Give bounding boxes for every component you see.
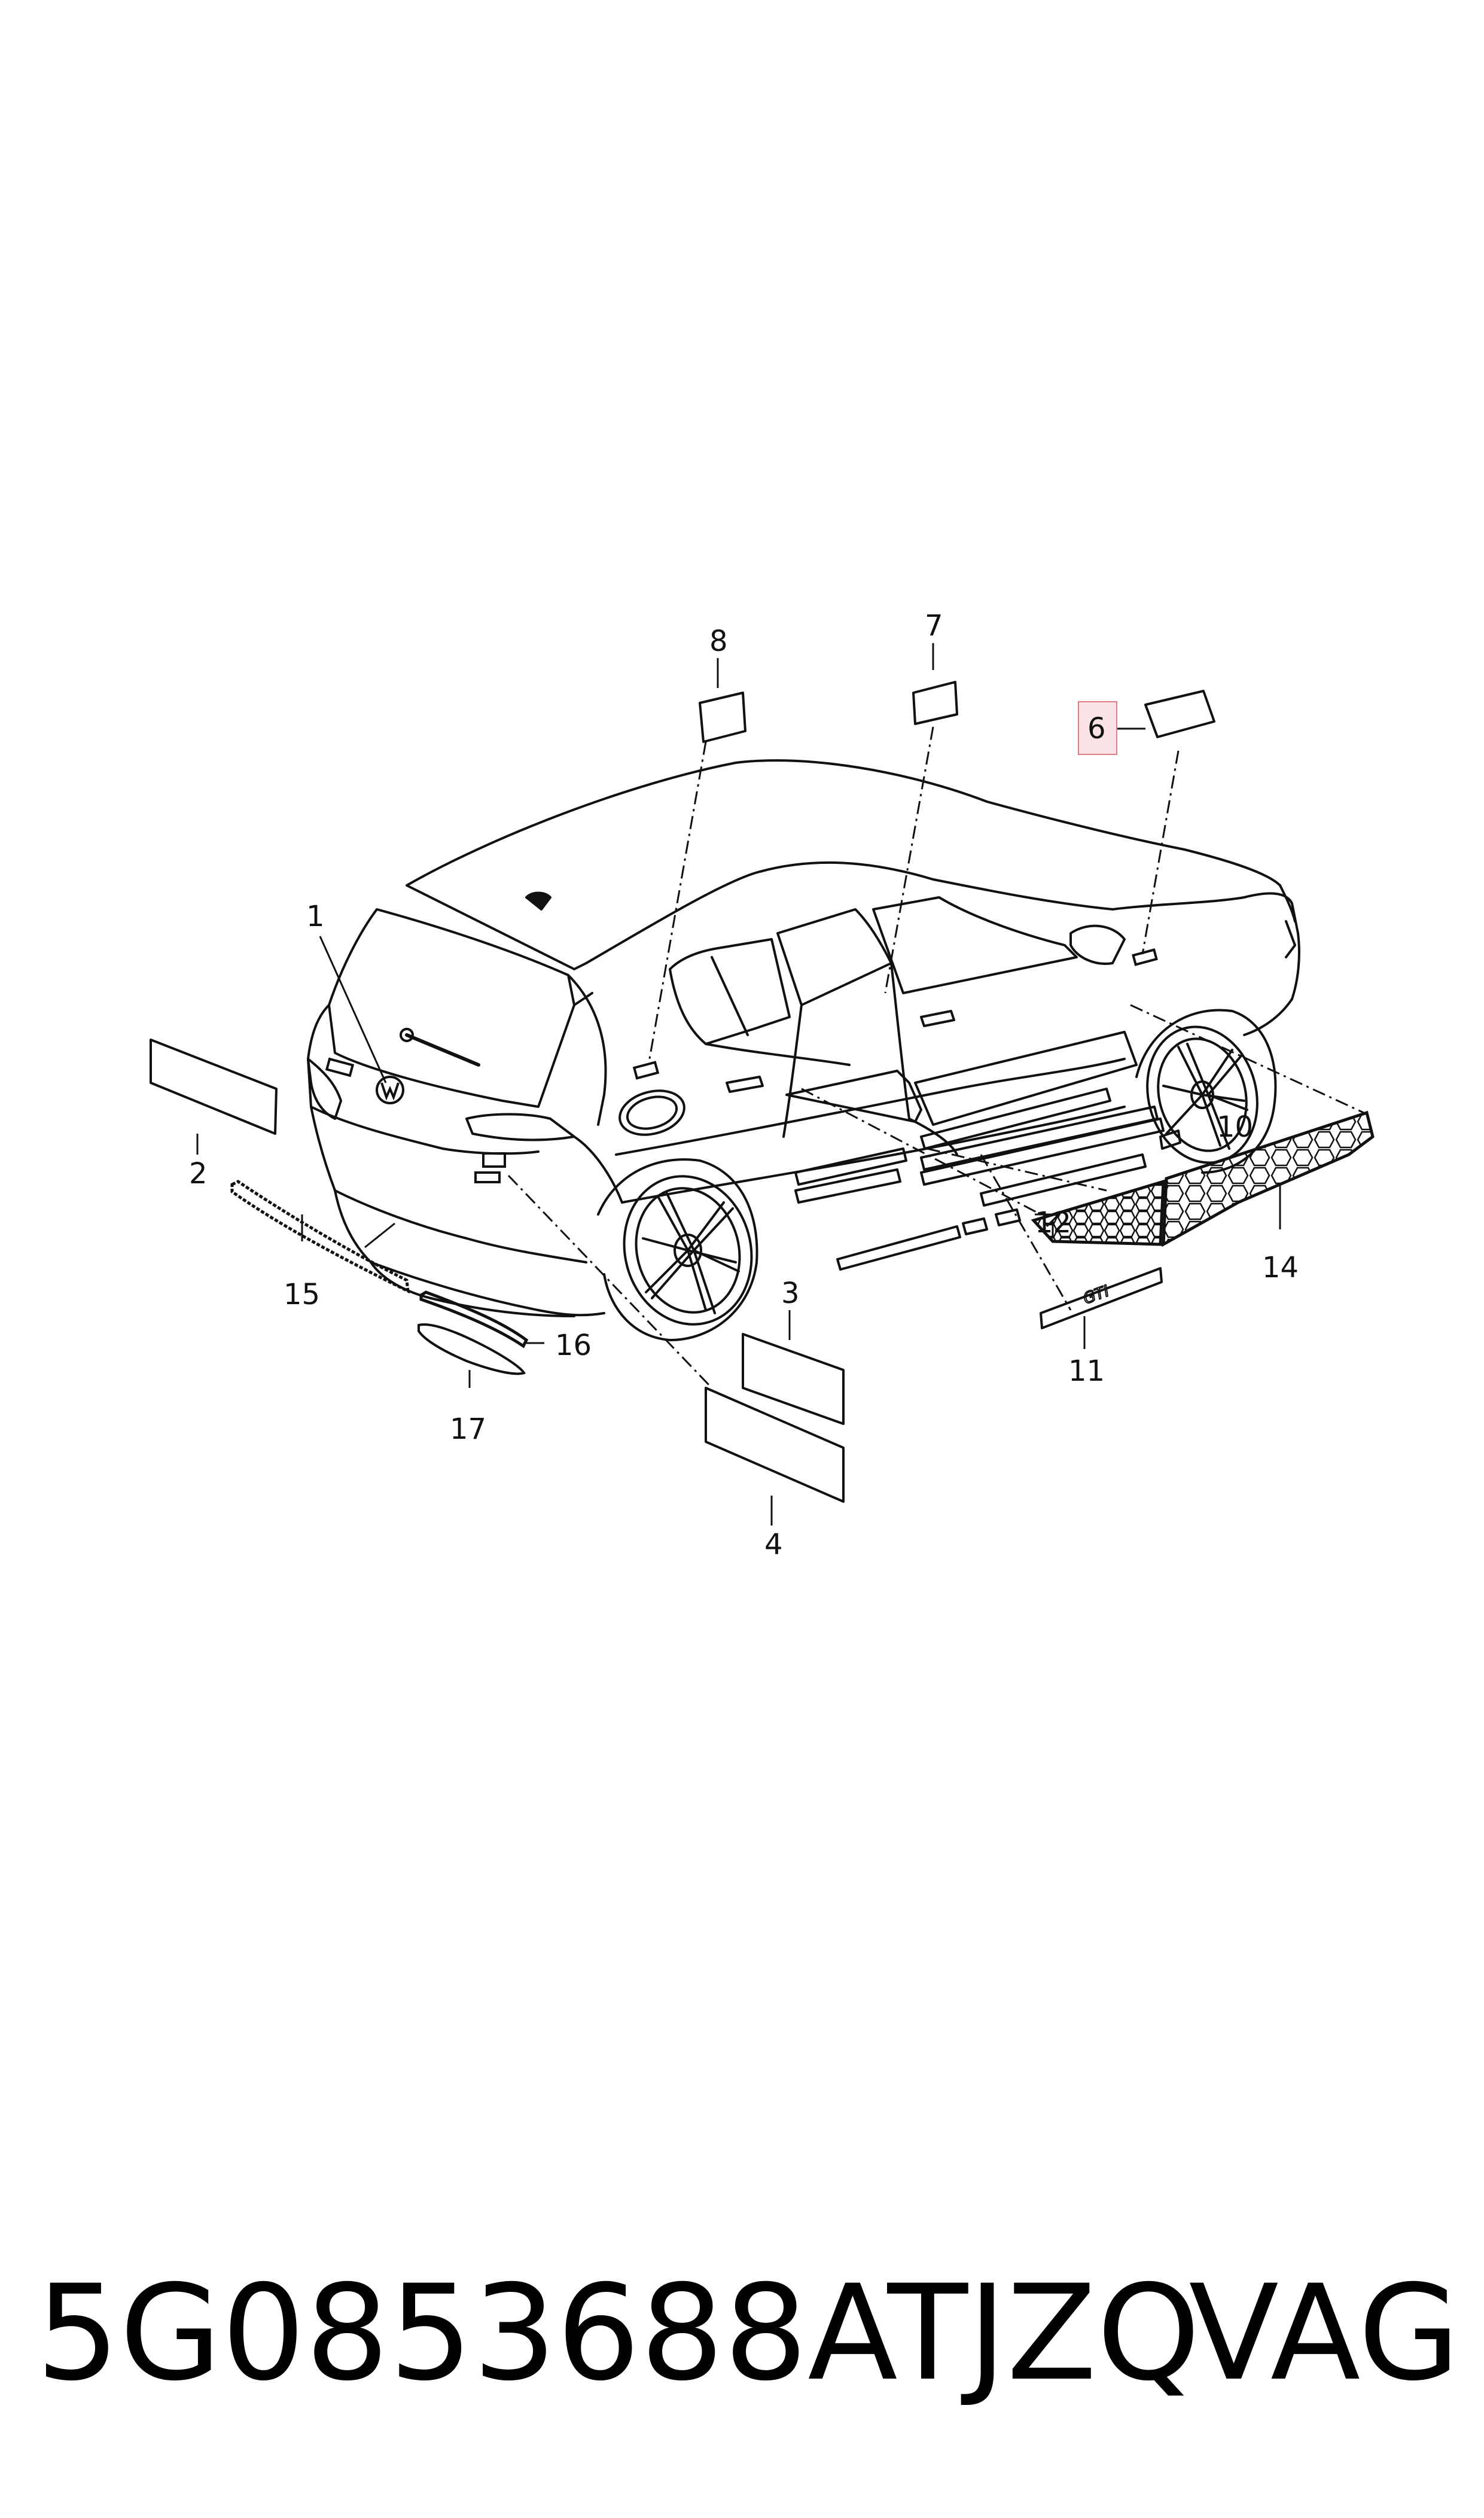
callout-15: 15 bbox=[284, 1278, 320, 1311]
callout-6: 6 bbox=[1087, 712, 1106, 745]
callout-10: 10 bbox=[1217, 1110, 1253, 1144]
brand-label: VAG bbox=[1189, 2257, 1460, 2410]
part-17-trim bbox=[418, 1323, 526, 1375]
part-10-strip bbox=[1159, 1129, 1181, 1150]
part-7-sticker bbox=[912, 681, 958, 725]
callout-12: 12 bbox=[1035, 1206, 1071, 1240]
part-6-sticker bbox=[1144, 690, 1215, 738]
callout-6-highlight bbox=[1078, 701, 1117, 755]
callout-8: 8 bbox=[709, 625, 728, 658]
callout-1: 1 bbox=[306, 900, 325, 933]
part-15-diffuser-strip bbox=[230, 1180, 410, 1294]
callout-7: 7 bbox=[925, 609, 943, 643]
part-8-sticker bbox=[699, 692, 746, 743]
callout-17: 17 bbox=[450, 1412, 486, 1446]
callout-4: 4 bbox=[764, 1528, 783, 1561]
part-11-strip bbox=[1040, 1267, 1163, 1329]
callout-2: 2 bbox=[189, 1157, 208, 1191]
part-4-plate bbox=[705, 1387, 845, 1503]
callout-14: 14 bbox=[1262, 1251, 1299, 1284]
callout-3: 3 bbox=[781, 1277, 800, 1310]
callout-11: 11 bbox=[1068, 1354, 1105, 1388]
separate-parts: GTI bbox=[150, 681, 1215, 1503]
callout-labels: 1 2 3 4 6 7 8 10 11 12 14 15 16 17 bbox=[189, 609, 1299, 1561]
part-12-honeycomb-panel bbox=[1031, 1179, 1165, 1246]
solid-leaders bbox=[196, 643, 1281, 1526]
part-14-honeycomb-panel bbox=[1162, 1110, 1375, 1247]
car-sticker-marks bbox=[325, 948, 1158, 1183]
emblem-part-1 bbox=[376, 1076, 404, 1104]
leader-lines bbox=[507, 726, 1364, 1389]
callout-16: 16 bbox=[555, 1329, 592, 1362]
rear-wheel bbox=[597, 1158, 758, 1341]
car-illustration bbox=[307, 759, 1300, 1341]
part-number: 5G0853688ATJZQ bbox=[36, 2257, 1200, 2410]
part-2-plate bbox=[150, 1039, 278, 1135]
part-3-plate bbox=[742, 1333, 845, 1425]
part-16-trim bbox=[419, 1290, 529, 1348]
